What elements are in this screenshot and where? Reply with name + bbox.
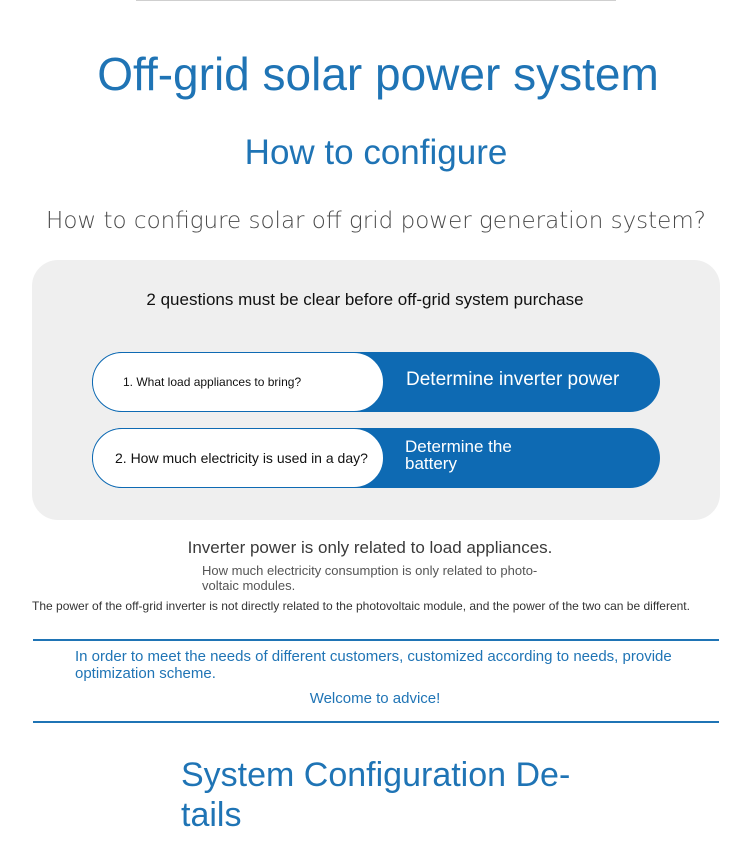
config-question: How to configure solar off grid power ge… [46,208,706,234]
advice-text: In order to meet the needs of different … [75,648,672,682]
page-subtitle: How to configure [244,133,508,172]
answer-text: Determine the battery [405,437,512,473]
page-title: Off-grid solar power system [97,48,659,100]
question-text: 1. What load appliances to bring? [123,375,302,389]
question-row-battery: 2. How much electricity is used in a day… [92,428,660,488]
consumption-note: How much electricity consumption is only… [202,563,538,593]
inverter-note: Inverter power is only related to load a… [187,538,553,557]
question-text: 2. How much electricity is used in a day… [115,450,368,466]
section-divider [33,721,719,723]
relation-note: The power of the off-grid inverter is no… [32,599,690,613]
question-bubble: 1. What load appliances to bring? [92,352,384,412]
section-divider [33,639,719,641]
answer-text: Determine inverter power [406,369,620,390]
question-row-inverter: 1. What load appliances to bring? Determ… [92,352,660,412]
welcome-text: Welcome to advice! [309,690,441,707]
section-title: System Configuration De-tails [181,756,571,834]
panel-heading: 2 questions must be clear before off-gri… [146,290,584,309]
question-bubble: 2. How much electricity is used in a day… [92,428,384,488]
top-divider [136,0,616,1]
